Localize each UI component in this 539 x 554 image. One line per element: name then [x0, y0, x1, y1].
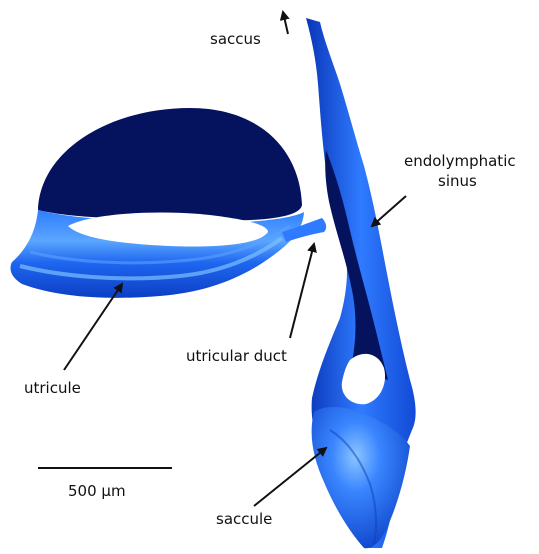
label-utricule: utricule	[24, 379, 81, 397]
endolymphatic-arrow	[372, 196, 406, 226]
label-saccule: saccule	[216, 510, 272, 528]
saccus-arrow	[283, 12, 288, 34]
label-utricular-duct: utricular duct	[186, 347, 287, 365]
label-sinus: sinus	[438, 172, 477, 190]
saccule-arrow	[254, 448, 326, 506]
label-endolymphatic: endolymphatic	[404, 152, 516, 170]
label-saccus: saccus	[210, 30, 261, 48]
utricle-interior	[38, 108, 302, 220]
scale-bar-label: 500 μm	[68, 482, 126, 500]
utricular-duct-arrow	[290, 244, 314, 338]
